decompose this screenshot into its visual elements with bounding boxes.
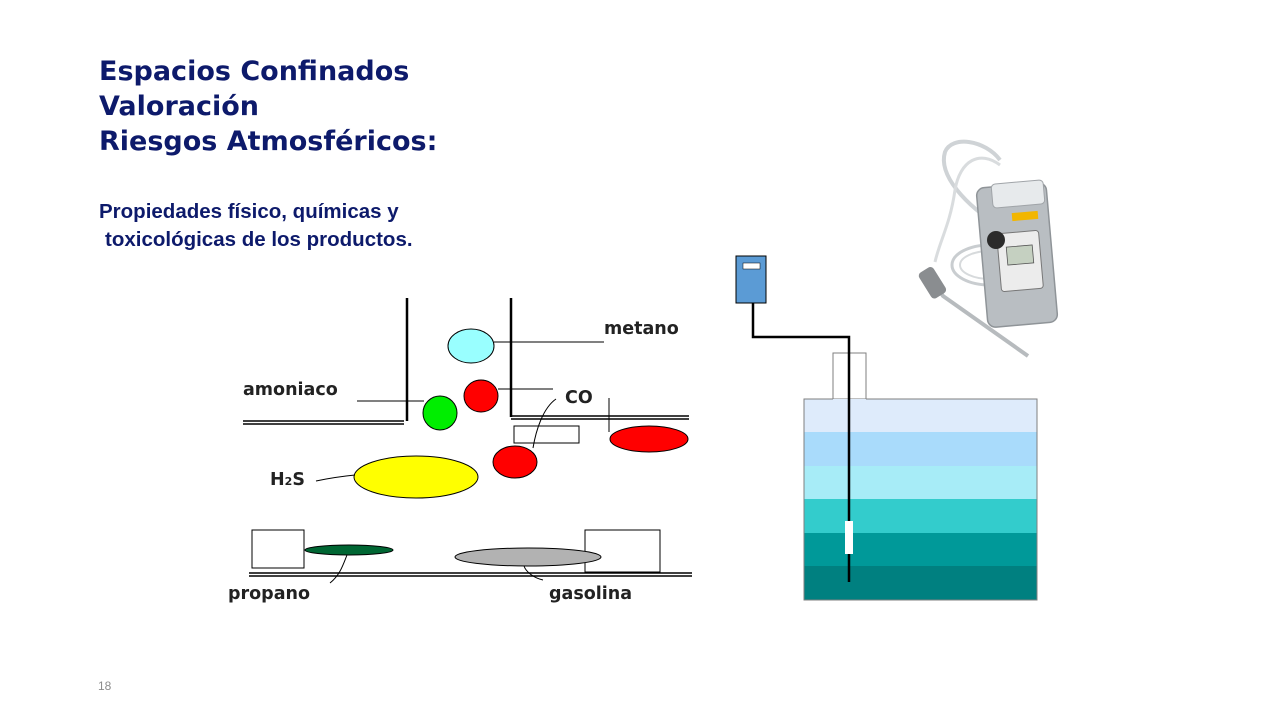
gasolina-bubble bbox=[454, 547, 602, 567]
h2s-label-subscript: 2 bbox=[285, 475, 293, 488]
tank-layer-6 bbox=[804, 566, 1037, 600]
propano-label: propano bbox=[228, 584, 310, 604]
co-bubble-right bbox=[609, 425, 689, 453]
detector-pump-bulb bbox=[987, 231, 1005, 249]
small-box-left bbox=[251, 529, 305, 569]
amoniaco-label: amoniaco bbox=[243, 380, 338, 400]
slide-title: Espacios Confinados Valoración Riesgos A… bbox=[99, 54, 437, 159]
gasolina-leader bbox=[523, 565, 544, 581]
detector-tube-loop bbox=[941, 139, 1004, 230]
meter-display bbox=[742, 262, 761, 270]
detector-lcd bbox=[1005, 244, 1035, 266]
amoniaco-bubble bbox=[422, 395, 458, 431]
h2s-label-h: H bbox=[270, 470, 285, 490]
subtitle-line-1: Propiedades físico, químicas y bbox=[99, 200, 399, 223]
gas-meter bbox=[735, 255, 853, 582]
title-line-3: Riesgos Atmosféricos: bbox=[99, 126, 438, 157]
tank-layer-3 bbox=[804, 466, 1037, 499]
propano-bubble bbox=[304, 544, 394, 556]
co-lower-leader bbox=[532, 398, 557, 449]
small-box-right bbox=[584, 529, 661, 573]
small-box-mid bbox=[513, 425, 580, 444]
tank-layer-4 bbox=[804, 499, 1037, 533]
confined-tank bbox=[803, 352, 1038, 601]
tank-outline bbox=[803, 398, 1038, 601]
propano-leader bbox=[329, 554, 348, 584]
tank-layer-2 bbox=[804, 432, 1037, 466]
co-bubble-lower bbox=[492, 445, 538, 479]
title-line-1: Espacios Confinados bbox=[99, 56, 410, 87]
tank-layer-5 bbox=[804, 533, 1037, 566]
subtitle-line-2: toxicológicas de los productos. bbox=[105, 228, 413, 251]
leader-lines bbox=[315, 341, 604, 584]
h2s-label: H2S bbox=[270, 470, 305, 490]
detector-tube-loop-2 bbox=[933, 156, 1001, 263]
page-number: 18 bbox=[98, 679, 112, 693]
h2s-bubble bbox=[353, 455, 479, 499]
gasolina-label: gasolina bbox=[549, 584, 632, 604]
metano-bubble bbox=[447, 328, 495, 364]
detector-brand-label bbox=[1011, 210, 1039, 222]
metano-label: metano bbox=[604, 319, 679, 339]
title-line-2: Valoración bbox=[99, 91, 260, 122]
h2s-label-s: S bbox=[292, 470, 305, 490]
co-label: CO bbox=[565, 388, 593, 408]
sampling-hose bbox=[751, 303, 851, 582]
tank-layer-1 bbox=[804, 399, 1037, 432]
detector-probe-handle bbox=[918, 267, 947, 299]
slide-subtitle: Propiedades físico, químicas y toxicológ… bbox=[99, 198, 413, 254]
h2s-leader bbox=[315, 474, 356, 482]
sampling-probe bbox=[845, 521, 853, 554]
structure-lines bbox=[243, 298, 692, 577]
detector-top-cap bbox=[990, 179, 1046, 209]
co-bubble-upper bbox=[463, 379, 499, 413]
multi-gas-detector-image bbox=[918, 139, 1059, 358]
